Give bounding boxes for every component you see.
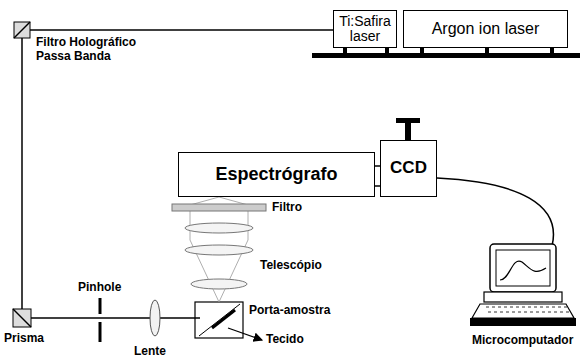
- lens: [150, 300, 160, 336]
- part-label: Lente: [134, 345, 166, 359]
- part-label: Tecido: [266, 333, 304, 347]
- part-label: Filtro: [272, 201, 302, 215]
- box-label: Ti:Safira laser: [337, 14, 393, 45]
- optical-rail: [312, 53, 580, 58]
- box-label: CCD: [390, 159, 427, 178]
- part-label: Pinhole: [78, 281, 121, 295]
- rail-legs: [343, 48, 554, 53]
- prism: [13, 309, 31, 327]
- part-label: Prisma: [4, 332, 44, 346]
- telescope-lenses: [185, 223, 253, 289]
- pinhole: [99, 298, 102, 342]
- keyboard-keys: [486, 307, 569, 312]
- instrument-box: Argon ion laser: [403, 10, 568, 48]
- instrument-box: CCD: [380, 140, 437, 197]
- instrument-box: Ti:Safira laser: [333, 10, 397, 48]
- ccd-knob: [396, 118, 420, 140]
- mirror: [14, 22, 30, 38]
- part-label: Porta-amostra: [249, 304, 330, 318]
- instrument-box: Espectrógrafo: [178, 152, 375, 197]
- part-label: Microcomputador: [472, 334, 573, 348]
- part-label: Filtro Holográfico Passa Banda: [36, 36, 154, 64]
- computer-icon: [470, 244, 576, 326]
- part-label: Telescópio: [260, 259, 322, 273]
- box-label: Argon ion laser: [432, 20, 540, 38]
- sample-holder: [195, 302, 243, 338]
- tissue-arrow: [228, 328, 262, 340]
- cable: [437, 178, 553, 246]
- box-label: Espectrógrafo: [215, 165, 337, 185]
- filter-plate: [172, 204, 266, 211]
